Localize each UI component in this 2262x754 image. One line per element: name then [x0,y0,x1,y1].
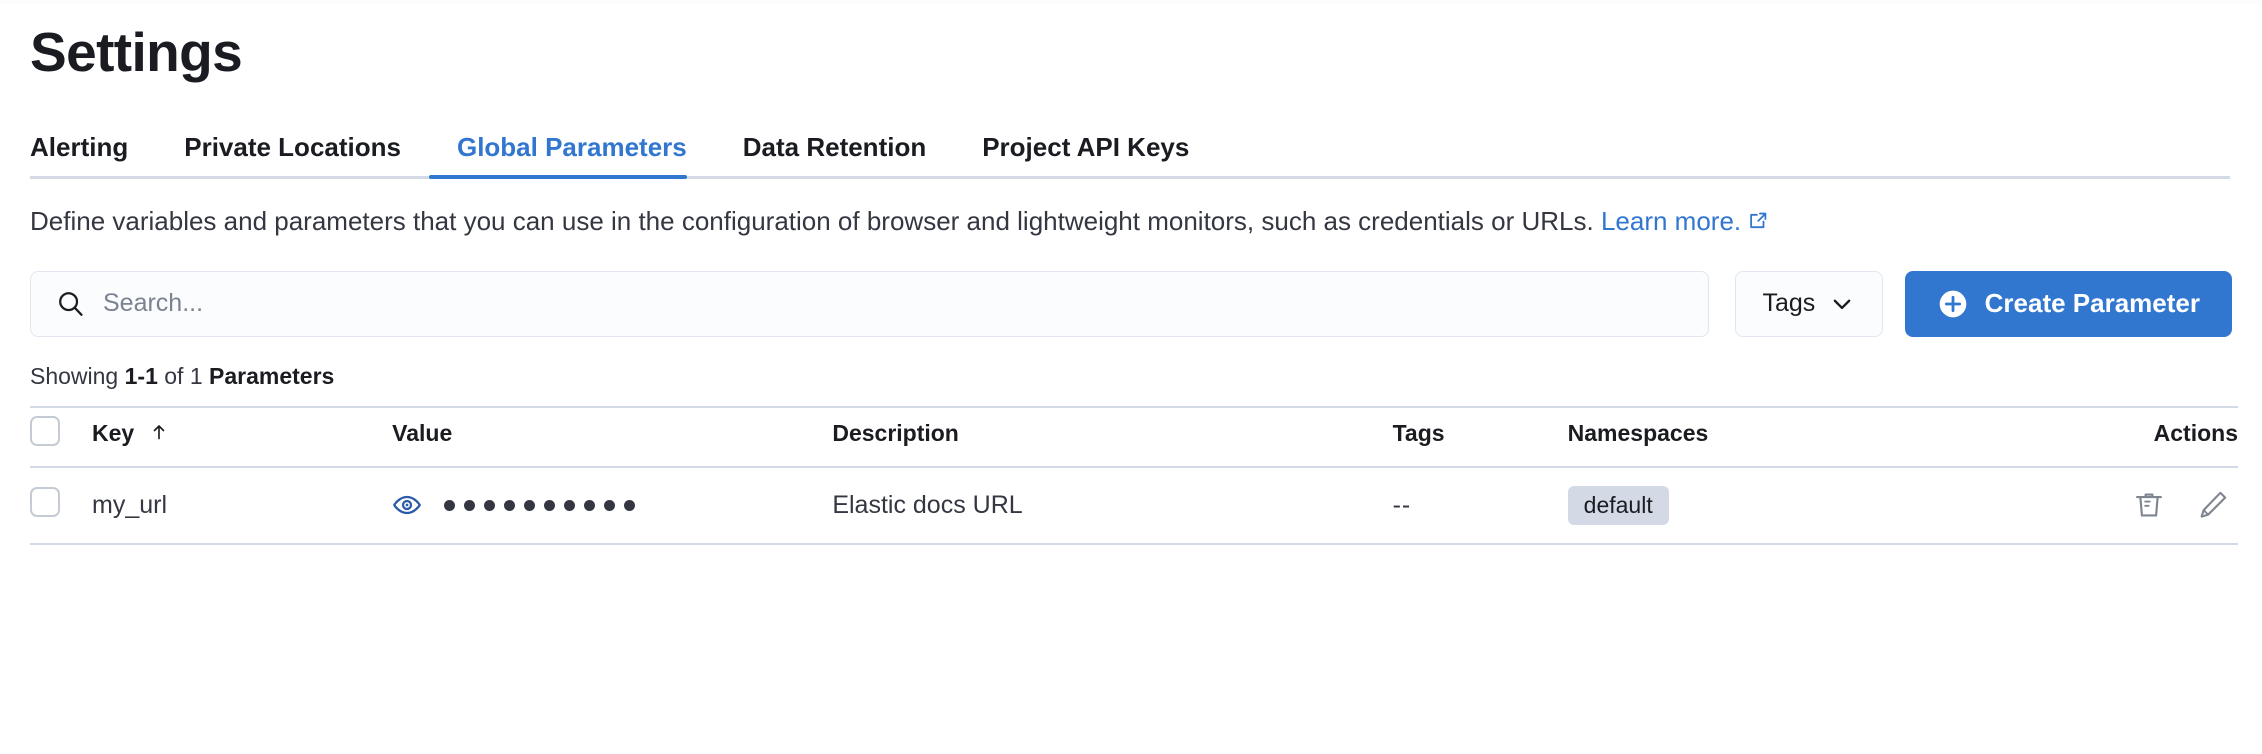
chevron-down-icon [1829,291,1855,317]
column-header-tags: Tags [1392,405,1568,468]
namespace-badge: default [1567,485,1669,525]
external-link-icon [1747,207,1769,241]
table-row: my_url [30,466,2238,545]
tab-global-parameters[interactable]: Global Parameters [428,134,715,179]
create-parameter-label: Create Parameter [1984,288,2200,319]
settings-tabs: Alerting Private Locations Global Parame… [30,118,2230,179]
row-actions [1988,488,2238,522]
tab-private-locations[interactable]: Private Locations [184,131,401,162]
cell-actions [1987,466,2238,545]
learn-more-link[interactable]: Learn more. [1601,206,1769,236]
tags-filter-button[interactable]: Tags [1735,270,1883,337]
cell-description: Elastic docs URL [832,466,1393,545]
controls-row: Tags Create Parameter [30,270,2232,337]
search-input[interactable] [30,270,1710,337]
pencil-icon[interactable] [2196,488,2230,522]
row-select-cell [30,466,93,545]
tab-data-retention[interactable]: Data Retention [742,131,927,162]
showing-entity: Parameters [209,362,335,389]
results-count: Showing 1-1 of 1 Parameters [30,363,2232,390]
showing-total: 1 [189,362,203,389]
table-header-row: Key Value Description Tags Namespaces Ac… [30,405,2238,468]
table-header: Key Value Description Tags Namespaces Ac… [30,405,2238,468]
showing-prefix: Showing [30,362,125,389]
search-field-wrapper [30,270,1710,337]
create-parameter-button[interactable]: Create Parameter [1904,270,2232,337]
masked-value-group [392,490,832,520]
learn-more-label: Learn more. [1600,205,1742,236]
cell-key: my_url [92,466,393,545]
column-header-description: Description [832,405,1393,468]
description-text: Define variables and parameters that you… [30,205,2232,241]
trash-icon[interactable] [2132,488,2166,522]
tab-alerting[interactable]: Alerting [30,131,129,162]
tags-filter-label: Tags [1762,289,1816,318]
showing-range: 1-1 [124,362,158,389]
column-header-value: Value [392,405,833,468]
cell-namespaces: default [1567,466,1988,545]
page-title: Settings [30,21,243,83]
column-header-actions: Actions [1987,405,2238,468]
select-all-checkbox[interactable] [30,415,60,446]
tab-project-api-keys[interactable]: Project API Keys [982,131,1190,162]
description-body: Define variables and parameters that you… [30,205,1601,236]
table-body: my_url [30,466,2238,545]
row-checkbox[interactable] [30,486,60,517]
showing-of: of [157,362,190,389]
sort-asc-arrow-icon [149,421,169,448]
top-hairline [0,0,2262,4]
cell-value [392,466,833,545]
column-header-key-label: Key [92,419,135,446]
select-all-header [30,405,93,468]
column-header-key[interactable]: Key [92,405,393,468]
parameters-table: Key Value Description Tags Namespaces Ac… [30,405,2238,545]
masked-value-dots [444,499,636,511]
plus-circle-icon [1937,288,1969,320]
eye-icon[interactable] [392,490,422,520]
column-header-namespaces: Namespaces [1567,405,1988,468]
cell-tags: -- [1392,466,1568,545]
